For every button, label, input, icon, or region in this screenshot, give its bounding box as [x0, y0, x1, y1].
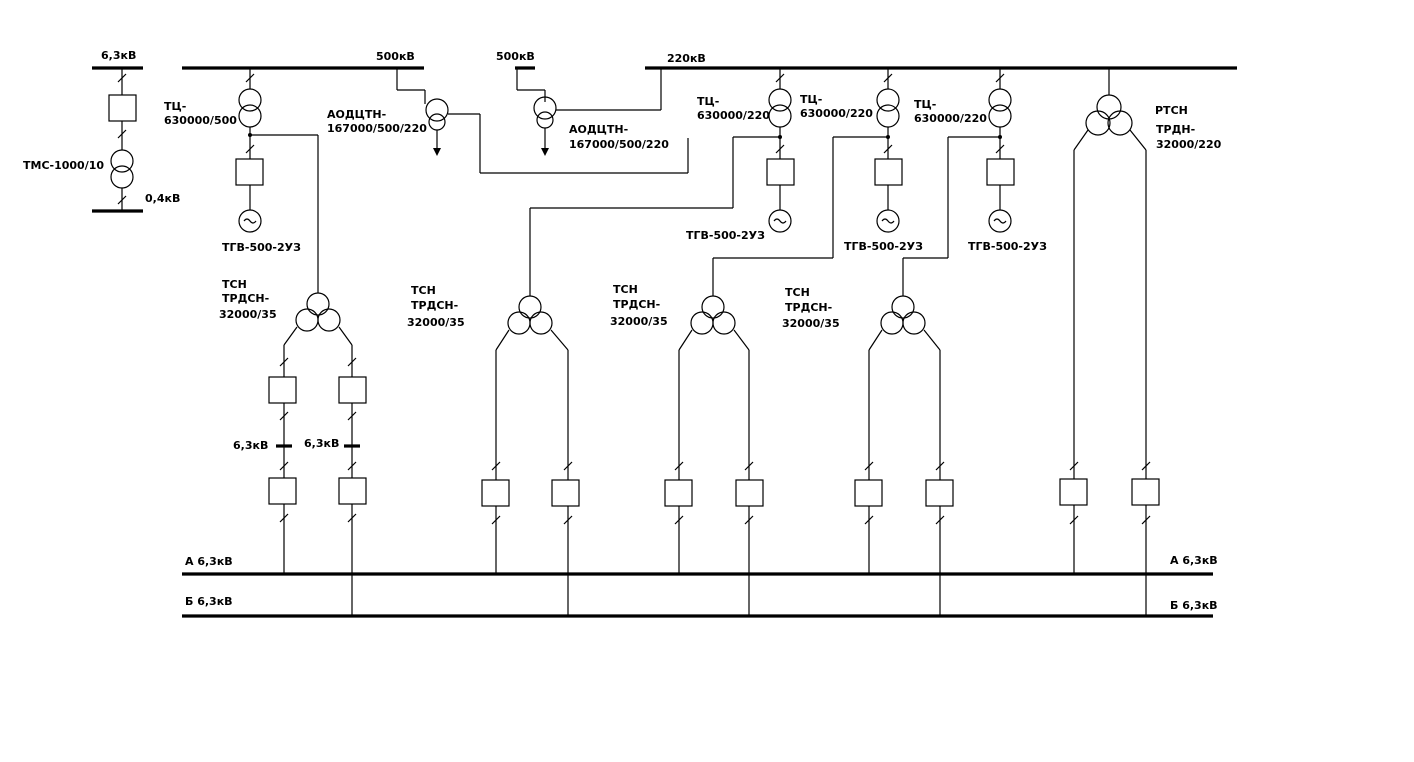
- transformer-icon: [518, 295, 542, 319]
- tsn2-label-3: 32000/35: [407, 316, 465, 329]
- autotransformer-icon: [533, 96, 557, 120]
- tms-label: ТМС-1000/10: [23, 159, 104, 172]
- breaker: [874, 158, 903, 186]
- tc2-label-2: 630000/220: [697, 109, 770, 122]
- gen2-label: ТГВ-500-2УЗ: [686, 229, 765, 242]
- tsn4-label-3: 32000/35: [782, 317, 840, 330]
- transformer-icon: [238, 88, 262, 112]
- tc1-label-2: 630000/500: [164, 114, 237, 127]
- breaker: [735, 479, 764, 507]
- rtsn-label: РТСН: [1155, 104, 1188, 117]
- bus-b-label-right: Б 6,3кВ: [1170, 599, 1218, 612]
- breaker: [268, 376, 297, 404]
- bus-500kv-label: 500кВ: [376, 50, 415, 63]
- tc3-label-2: 630000/220: [800, 107, 873, 120]
- tsn-4: [854, 295, 954, 616]
- autotransformer-icon: [425, 98, 449, 122]
- aod1-label-2: 167000/500/220: [327, 122, 427, 135]
- breaker: [664, 479, 693, 507]
- transformer-icon: [891, 295, 915, 319]
- tsn4-label-2: ТРДСН-: [785, 301, 832, 314]
- generator-icon: [988, 209, 1012, 233]
- aod1-label: АОДЦТН-: [327, 108, 386, 121]
- breaker: [481, 479, 510, 507]
- transformer-icon: [110, 149, 134, 173]
- gen1-label: ТГВ-500-2УЗ: [222, 241, 301, 254]
- tc1-label: ТЦ-: [164, 100, 186, 113]
- tsn3-label-2: ТРДСН-: [613, 298, 660, 311]
- breaker: [338, 376, 367, 404]
- transformer-icon: [988, 88, 1012, 112]
- generator-icon: [238, 209, 262, 233]
- breaker: [108, 94, 137, 122]
- gen4-label: ТГВ-500-2УЗ: [968, 240, 1047, 253]
- section-b-label: 6,3кВ: [304, 437, 339, 450]
- autotransformer-1: [396, 68, 689, 174]
- gen-block-2: [529, 68, 795, 296]
- trdn-label-2: 32000/220: [1156, 138, 1222, 151]
- transformer-icon: [701, 295, 725, 319]
- tc4-label-2: 630000/220: [914, 112, 987, 125]
- transformer-icon: [768, 88, 792, 112]
- breaker: [1131, 478, 1160, 506]
- tsn2-label: ТСН: [411, 284, 436, 297]
- tc4-label: ТЦ-: [914, 98, 936, 111]
- tsn-2: [481, 295, 580, 616]
- bus-6-3kv-label: 6,3кВ: [101, 49, 136, 62]
- transformer-icon: [876, 88, 900, 112]
- autotransformer-2: [516, 68, 662, 156]
- breaker: [766, 158, 795, 186]
- breaker: [338, 477, 367, 505]
- gen-block-3: [712, 68, 903, 296]
- generator-icon: [768, 209, 792, 233]
- generator-icon: [876, 209, 900, 233]
- tc3-label: ТЦ-: [800, 93, 822, 106]
- breaker: [925, 479, 954, 507]
- bus-b-label-left: Б 6,3кВ: [185, 595, 233, 608]
- tms-branch: [108, 68, 137, 211]
- tsn1-label: ТСН: [222, 278, 247, 291]
- bus-a-label-left: А 6,3кВ: [185, 555, 233, 568]
- gen3-label: ТГВ-500-2УЗ: [844, 240, 923, 253]
- tsn-1: [268, 292, 367, 616]
- breaker: [551, 479, 580, 507]
- breaker: [986, 158, 1015, 186]
- tsn3-label-3: 32000/35: [610, 315, 668, 328]
- section-a-label: 6,3кВ: [233, 439, 268, 452]
- aod2-label: АОДЦТН-: [569, 123, 628, 136]
- rtsn-block: [1059, 68, 1160, 616]
- breaker: [854, 479, 883, 507]
- tc2-label: ТЦ-: [697, 95, 719, 108]
- tsn-3: [664, 295, 764, 616]
- breaker: [268, 477, 297, 505]
- gen-block-4: [902, 68, 1015, 296]
- breaker: [1059, 478, 1088, 506]
- tsn1-label-3: 32000/35: [219, 308, 277, 321]
- bus-0-4kv-label: 0,4кВ: [145, 192, 180, 205]
- tsn1-label-2: ТРДСН-: [222, 292, 269, 305]
- tsn3-label: ТСН: [613, 283, 638, 296]
- bus-220kv-label: 220кВ: [667, 52, 706, 65]
- breaker: [235, 158, 264, 186]
- tsn4-label: ТСН: [785, 286, 810, 299]
- gen-block-1: [235, 68, 319, 293]
- tsn2-label-2: ТРДСН-: [411, 299, 458, 312]
- trdn-label: ТРДН-: [1156, 123, 1195, 136]
- transformer-icon: [1096, 94, 1122, 120]
- bus-500kv-label-2: 500кВ: [496, 50, 535, 63]
- transformer-icon: [306, 292, 330, 316]
- aod2-label-2: 167000/500/220: [569, 138, 669, 151]
- bus-a-label-right: А 6,3кВ: [1170, 554, 1218, 567]
